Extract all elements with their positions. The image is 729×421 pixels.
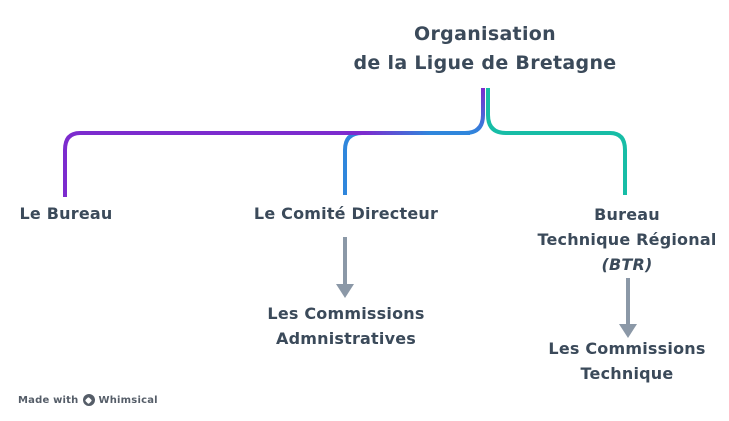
node-comite-directeur-label: Le Comité Directeur xyxy=(253,204,439,223)
node-le-bureau: Le Bureau xyxy=(20,201,113,226)
node-le-bureau-label: Le Bureau xyxy=(19,204,113,223)
node-commissions-technique: Les Commissions Technique xyxy=(548,336,705,386)
connector-bureau xyxy=(63,131,470,197)
page-title-line2: de la Ligue de Bretagne xyxy=(353,52,617,74)
node-commissions-admin-line1: Les Commissions xyxy=(267,304,425,323)
node-btr-line1: Bureau xyxy=(594,205,660,224)
node-btr-line2: Technique Régional xyxy=(537,230,717,249)
whimsical-watermark-link[interactable]: Made with Whimsical xyxy=(18,394,158,406)
node-bureau-technique-regional: Bureau Technique Régional (BTR) xyxy=(537,202,716,277)
watermark-brand-text: Whimsical xyxy=(98,394,158,406)
page-title-line1: Organisation xyxy=(414,23,556,45)
node-commissions-tech-line2: Technique xyxy=(580,364,674,383)
watermark-made-with-text: Made with xyxy=(18,394,79,406)
node-commissions-tech-line1: Les Commissions xyxy=(548,339,706,358)
connector-btr xyxy=(486,88,627,195)
node-commissions-admin-line2: Admnistratives xyxy=(276,329,416,348)
page-title: Organisation de la Ligue de Bretagne xyxy=(354,20,617,78)
arrow-comite-to-commissions xyxy=(336,237,354,298)
node-comite-directeur: Le Comité Directeur xyxy=(254,201,438,226)
node-commissions-administratives: Les Commissions Admnistratives xyxy=(267,301,424,351)
connector-trunk-left xyxy=(464,88,485,135)
connector-comite xyxy=(343,131,432,195)
whimsical-logo-icon xyxy=(82,394,95,406)
arrow-btr-to-commissions xyxy=(619,278,637,338)
node-btr-line3: (BTR) xyxy=(601,255,653,274)
